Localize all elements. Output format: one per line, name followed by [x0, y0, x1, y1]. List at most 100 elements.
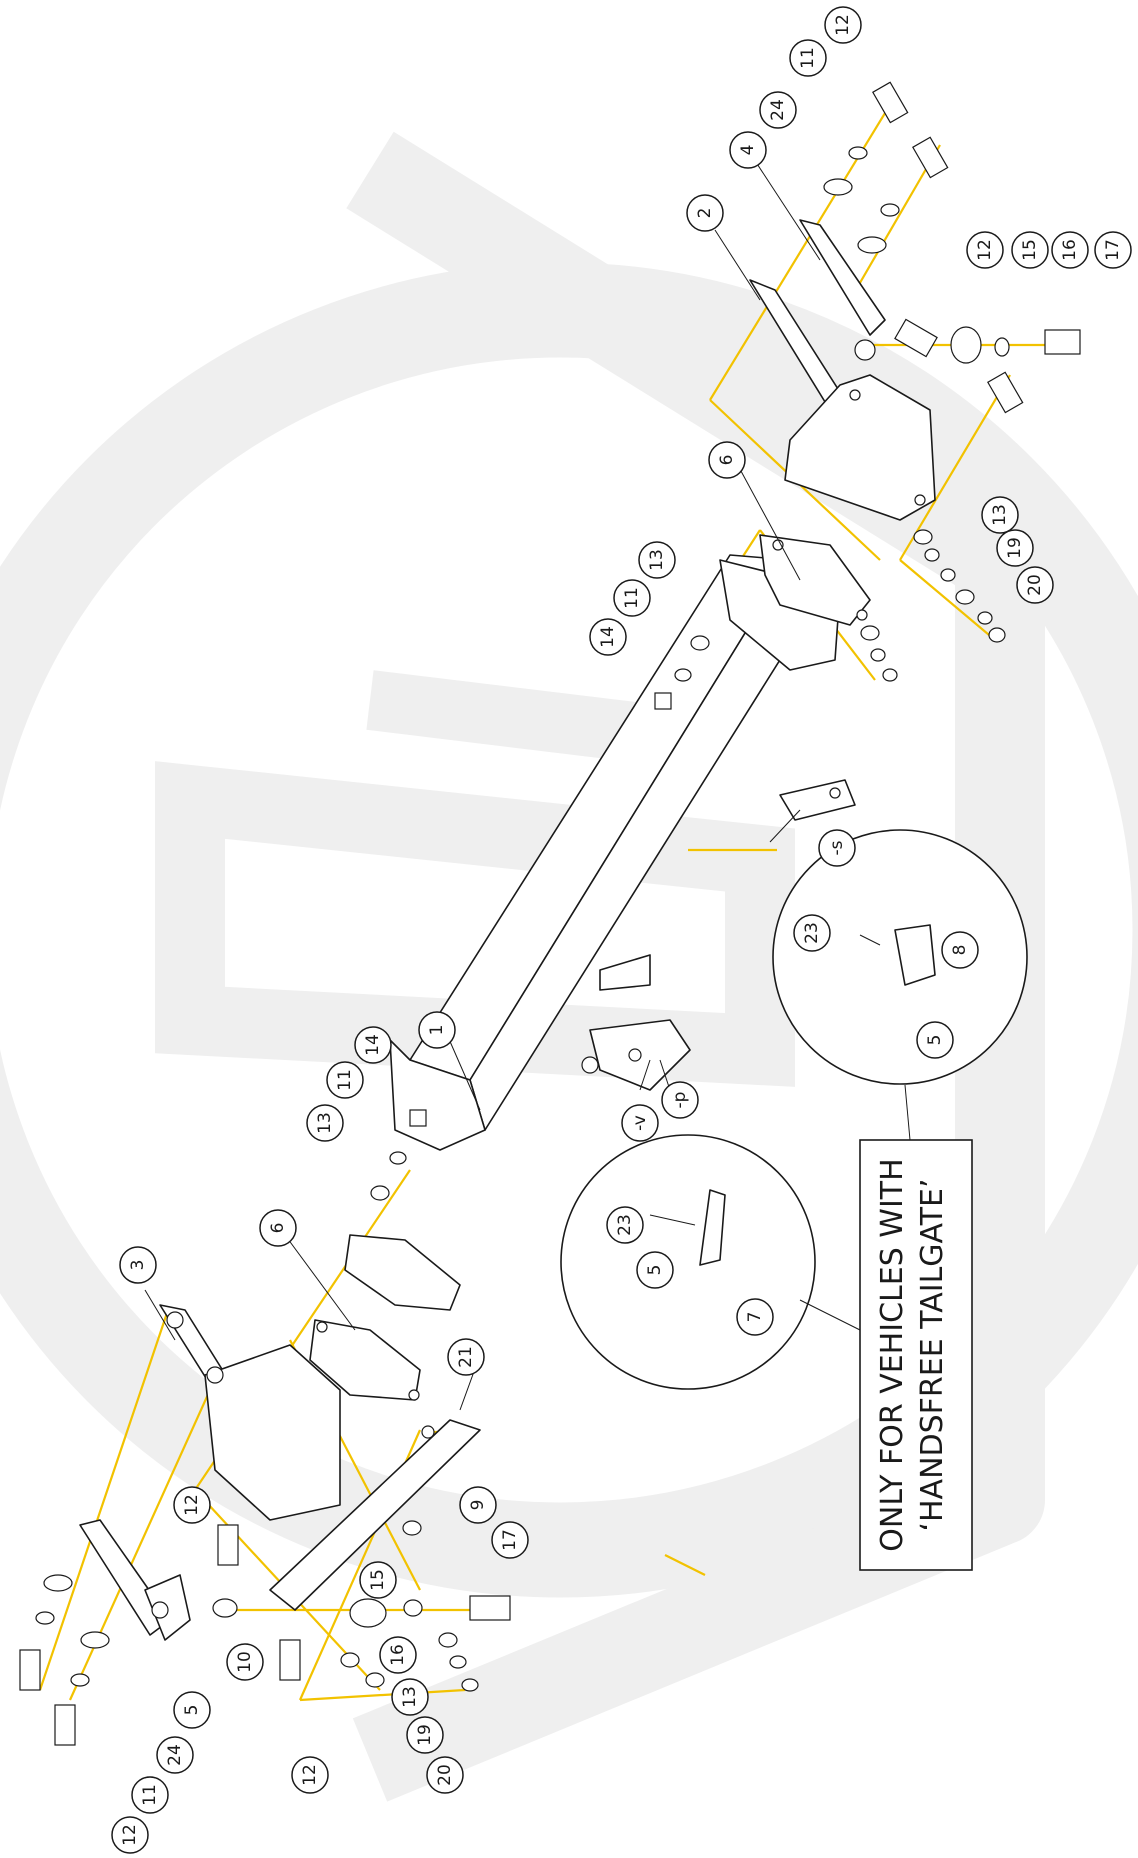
callout-11-top: 11	[789, 39, 827, 77]
detail-view-7	[560, 1134, 816, 1390]
callout-13-mid-top: 13	[638, 541, 676, 579]
callout-20-left: 20	[426, 1756, 464, 1794]
callout-11-mid: 11	[326, 1061, 364, 1099]
svg-text:14: 14	[363, 1034, 383, 1056]
callout-4: 4	[729, 131, 767, 169]
svg-text:12: 12	[300, 1764, 320, 1786]
note-line2: ‘HANDSFREE TAILGATE’	[915, 1178, 950, 1531]
callout-5-detail7: 5	[636, 1251, 674, 1289]
callout-23-detail8: 23	[793, 914, 831, 952]
callout-12-left-mid: 12	[173, 1486, 211, 1524]
svg-text:12: 12	[182, 1494, 202, 1516]
bracket-s	[779, 779, 856, 821]
right-bracket	[749, 219, 936, 521]
callout-19-left: 19	[406, 1716, 444, 1754]
svg-text:11: 11	[335, 1069, 355, 1091]
svg-text:8: 8	[950, 945, 970, 956]
callout-11-left: 11	[131, 1776, 169, 1814]
callout-10: 10	[226, 1643, 264, 1681]
callout-19-right: 19	[996, 529, 1034, 567]
svg-text:13: 13	[315, 1112, 335, 1134]
svg-text:10: 10	[235, 1651, 255, 1673]
svg-text:-v: -v	[630, 1115, 650, 1131]
callout-17-right: 17	[1094, 231, 1132, 269]
svg-text:5: 5	[925, 1035, 945, 1046]
callout-s: -s	[818, 829, 856, 867]
callout-16-left: 16	[379, 1636, 417, 1674]
callout-11-mid-top: 11	[613, 579, 651, 617]
callout-20-right: 20	[1016, 566, 1054, 604]
svg-text:20: 20	[1025, 574, 1045, 596]
callout-12-top: 12	[824, 6, 862, 44]
callout-21: 21	[447, 1338, 485, 1376]
svg-text:6: 6	[717, 455, 737, 466]
detail-view-8	[772, 829, 1028, 1085]
svg-text:5: 5	[182, 1705, 202, 1716]
callout-6-left: 6	[259, 1209, 297, 1247]
svg-text:23: 23	[802, 922, 822, 944]
svg-text:11: 11	[798, 47, 818, 69]
callouts: 12 11 24 4 2 12 15 16 17 6 13 11 14 13 1…	[111, 6, 1132, 1854]
svg-text:-p: -p	[670, 1092, 690, 1109]
callout-2: 2	[686, 194, 724, 232]
callout-6-right: 6	[708, 441, 746, 479]
svg-text:12: 12	[833, 14, 853, 36]
svg-text:4: 4	[738, 145, 758, 156]
svg-text:12: 12	[120, 1824, 140, 1846]
callout-5-left: 5	[173, 1691, 211, 1729]
svg-text:19: 19	[1005, 537, 1025, 559]
callout-5-detail8: 5	[916, 1021, 954, 1059]
callout-24-left: 24	[156, 1736, 194, 1774]
svg-text:6: 6	[268, 1223, 288, 1234]
callout-p: -p	[661, 1081, 699, 1119]
svg-text:1: 1	[427, 1025, 447, 1036]
callout-13-right: 13	[981, 496, 1019, 534]
svg-text:13: 13	[400, 1686, 420, 1708]
svg-text:20: 20	[435, 1764, 455, 1786]
svg-text:13: 13	[647, 549, 667, 571]
svg-text:15: 15	[1020, 239, 1040, 261]
svg-text:16: 16	[1060, 239, 1080, 261]
svg-text:17: 17	[1103, 239, 1123, 261]
callout-1: 1	[418, 1011, 456, 1049]
svg-text:19: 19	[415, 1724, 435, 1746]
svg-text:16: 16	[388, 1644, 408, 1666]
callout-9: 9	[459, 1486, 497, 1524]
callout-8: 8	[941, 931, 979, 969]
left-bracket	[79, 1304, 481, 1641]
callout-24-top: 24	[759, 91, 797, 129]
callout-16-right: 16	[1051, 231, 1089, 269]
fasteners	[19, 81, 1081, 1746]
callout-23-detail7: 23	[606, 1206, 644, 1244]
callout-12-right: 12	[966, 231, 1004, 269]
svg-text:21: 21	[456, 1346, 476, 1368]
svg-text:3: 3	[128, 1260, 148, 1271]
svg-text:24: 24	[768, 99, 788, 121]
end-plates	[309, 534, 871, 1401]
svg-text:13: 13	[990, 504, 1010, 526]
svg-text:12: 12	[975, 239, 995, 261]
svg-text:5: 5	[645, 1265, 665, 1276]
svg-text:17: 17	[500, 1529, 520, 1551]
callout-12-left-bottom: 12	[111, 1816, 149, 1854]
callout-15-right: 15	[1011, 231, 1049, 269]
svg-text:-s: -s	[827, 840, 847, 855]
callout-17-left: 17	[491, 1521, 529, 1559]
callout-13-left: 13	[391, 1678, 429, 1716]
svg-text:11: 11	[622, 587, 642, 609]
callout-7: 7	[736, 1298, 774, 1336]
note-line1: ONLY FOR VEHICLES WITH	[875, 1158, 910, 1551]
svg-text:15: 15	[368, 1569, 388, 1591]
callout-v: -v	[621, 1104, 659, 1142]
svg-text:23: 23	[615, 1214, 635, 1236]
socket-plate	[581, 1019, 691, 1091]
callout-12-left-low: 12	[291, 1756, 329, 1794]
svg-text:24: 24	[165, 1744, 185, 1766]
svg-text:7: 7	[745, 1312, 765, 1323]
callout-14-mid: 14	[354, 1026, 392, 1064]
callout-13-mid: 13	[306, 1104, 344, 1142]
main-crossbar	[389, 554, 841, 1151]
callout-15-left: 15	[359, 1561, 397, 1599]
svg-text:14: 14	[598, 626, 618, 648]
svg-text:2: 2	[695, 208, 715, 219]
